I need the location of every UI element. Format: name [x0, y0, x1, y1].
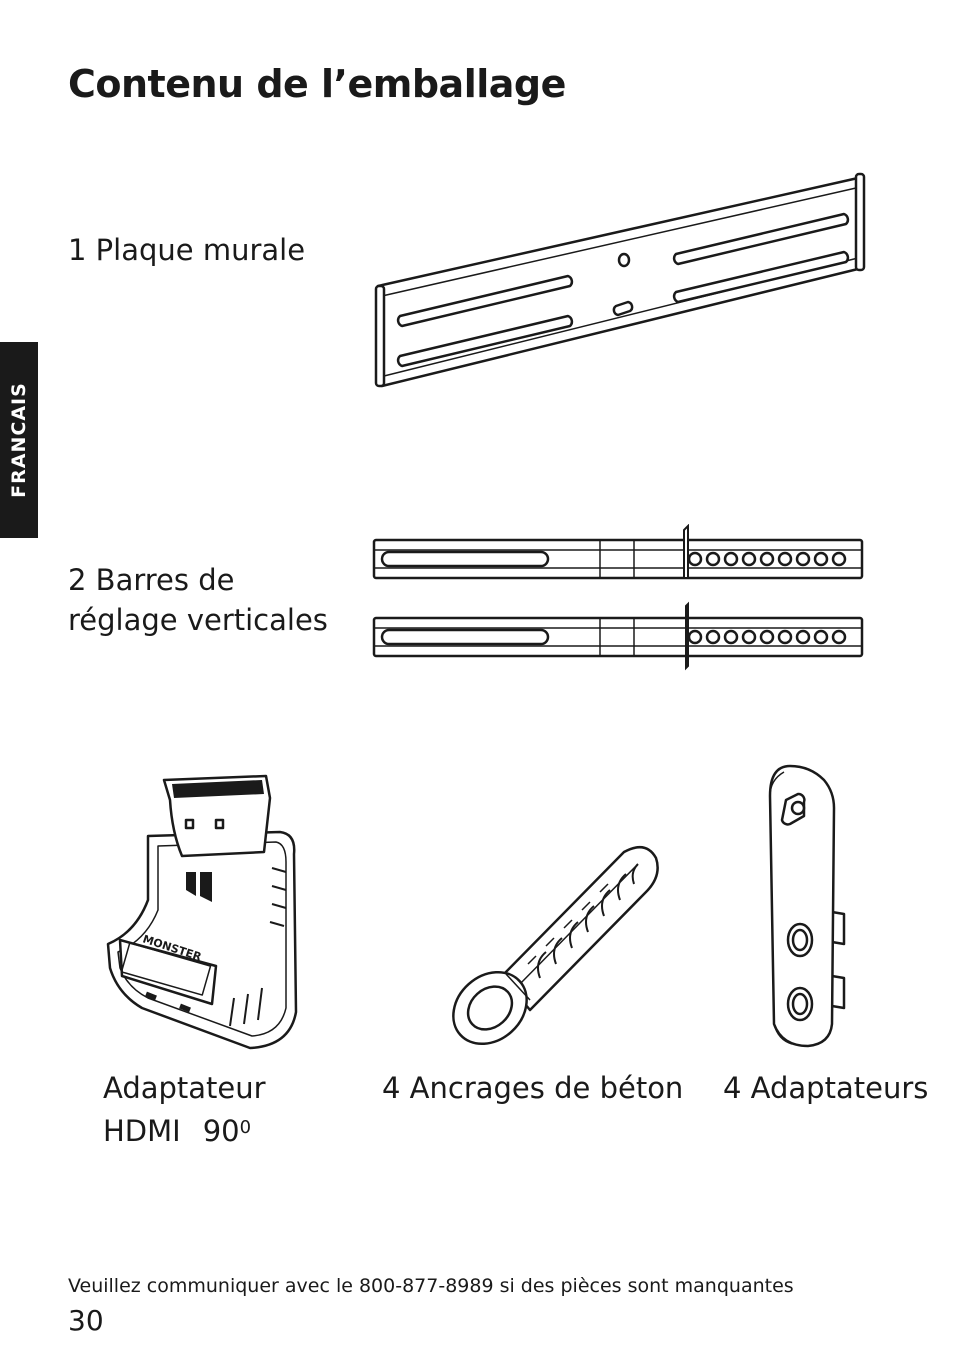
hdmi-adapter-label-line1: Adaptateur — [103, 1071, 266, 1105]
angle-value: 90 — [202, 1114, 240, 1148]
hdmi-text: HDMI — [103, 1114, 181, 1148]
hdmi-adapter-illustration: MONSTER — [106, 774, 298, 1050]
adapters-label: 4 Adaptateurs — [723, 1071, 929, 1105]
wall-plate-label: 1 Plaque murale — [68, 233, 306, 267]
adjustment-bar-bottom — [372, 601, 864, 671]
hdmi-adapter-label-line2: HDMI 900 — [103, 1108, 343, 1151]
vertical-bars-label-line1: 2 Barres de — [68, 563, 235, 597]
vertical-bars-label-line2: réglage verticales — [68, 603, 328, 637]
language-tab: FRANCAIS — [0, 342, 38, 538]
concrete-anchor-illustration — [452, 845, 659, 1046]
degree-symbol: 0 — [239, 1117, 252, 1138]
wall-plate-illustration — [374, 172, 866, 388]
language-tab-label: FRANCAIS — [8, 382, 30, 498]
vertical-bars-label: 2 Barres de réglage verticales — [68, 560, 358, 640]
spacer-adapter-illustration — [768, 764, 846, 1048]
adjustment-bars-illustration — [372, 524, 864, 671]
page-title: Contenu de l’emballage — [68, 62, 566, 106]
concrete-anchors-label: 4 Ancrages de béton — [382, 1071, 684, 1105]
missing-parts-note: Veuillez communiquer avec le 800-877-898… — [68, 1275, 794, 1297]
page-number: 30 — [68, 1304, 104, 1337]
hdmi-adapter-label: Adaptateur HDMI 900 — [103, 1068, 343, 1151]
adjustment-bar-top — [372, 524, 864, 580]
